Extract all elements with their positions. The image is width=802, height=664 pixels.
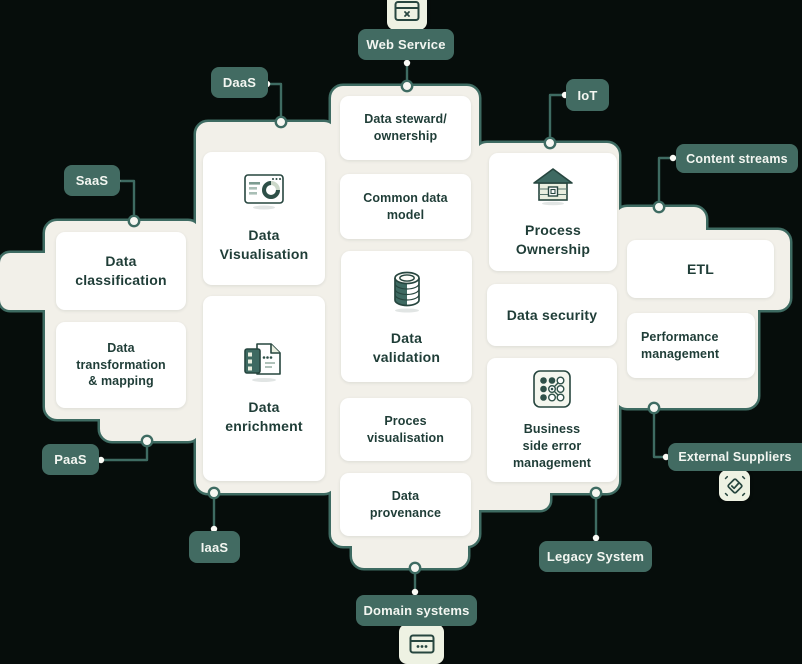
pill-label: PaaS (54, 452, 87, 467)
domain-systems-tile (399, 624, 444, 664)
document-server-icon (241, 341, 287, 388)
card-label: Data validation (372, 330, 441, 365)
pill-external-suppliers: External Suppliers (668, 443, 802, 471)
pill-legacy-system: Legacy System (539, 541, 652, 572)
card-data-validation: Data validation (341, 251, 472, 382)
card-label: Data classification (75, 253, 167, 288)
pill-iaas: IaaS (189, 531, 240, 563)
card-label: Data transformation & mapping (76, 340, 166, 389)
pill-saas: SaaS (64, 165, 120, 196)
pill-label: IaaS (200, 539, 229, 555)
pill-label: Legacy System (546, 549, 645, 564)
web-service-icon (394, 0, 420, 21)
card-data-steward: Data steward/ ownership (340, 96, 471, 160)
card-process-ownership: Process Ownership (489, 153, 617, 271)
pill-label: External Suppliers (678, 450, 792, 464)
card-label: ETL (686, 260, 715, 277)
card-data-visualisation: Data Visualisation (203, 152, 325, 285)
card-etl: ETL (627, 240, 774, 298)
pill-daas: DaaS (211, 67, 268, 98)
card-common-data-model: Common data model (340, 174, 471, 239)
card-label: Proces visualisation (366, 413, 445, 445)
card-label: Data enrichment (225, 399, 303, 434)
database-icon (383, 266, 431, 319)
card-data-security: Data security (487, 284, 617, 346)
card-data-transformation: Data transformation & mapping (56, 322, 186, 408)
chart-window-icon (241, 173, 287, 216)
pill-label: SaaS (75, 173, 109, 188)
pill-label: Web Service (366, 37, 446, 52)
card-label: Data provenance (369, 488, 442, 520)
pill-label: Domain systems (363, 603, 470, 618)
external-suppliers-icon (724, 475, 745, 496)
pill-label: Content streams (686, 151, 788, 166)
card-proces-visualisation: Proces visualisation (340, 398, 471, 461)
pill-content-streams: Content streams (676, 144, 798, 173)
house-icon (530, 166, 576, 211)
pill-domain-systems: Domain systems (356, 595, 477, 626)
connector-rings (127, 79, 666, 575)
card-business-error: Business side error management (487, 358, 617, 482)
card-label: Common data model (363, 190, 448, 222)
web-service-tile (387, 0, 427, 30)
card-label: Data Visualisation (219, 227, 309, 262)
domain-systems-icon (409, 634, 434, 654)
external-suppliers-tile (719, 470, 750, 501)
card-data-enrichment: Data enrichment (203, 296, 325, 481)
card-label: Process Ownership (515, 221, 591, 257)
card-label: Performance management (641, 329, 720, 361)
pill-web-service: Web Service (358, 29, 454, 60)
card-label: Business side error management (512, 422, 592, 470)
pill-paas: PaaS (42, 444, 99, 475)
card-data-provenance: Data provenance (340, 473, 471, 536)
card-label: Data steward/ ownership (364, 112, 447, 143)
pill-label: DaaS (222, 75, 257, 90)
card-performance: Performance management (627, 313, 755, 378)
card-data-classification: Data classification (56, 232, 186, 310)
dot-grid-flow-icon (531, 368, 573, 415)
card-label: Data security (506, 306, 598, 323)
pill-iot: IoT (566, 79, 609, 111)
pill-label: IoT (577, 87, 598, 103)
